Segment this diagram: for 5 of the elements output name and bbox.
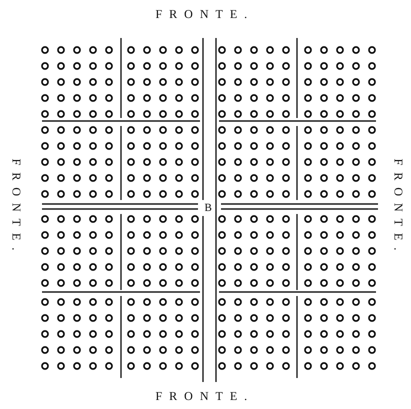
- front-label: FRONTE.: [10, 158, 22, 258]
- point-label: B: [204, 202, 212, 214]
- front-label: FRONTE.: [392, 158, 404, 258]
- front-label: FRONTE.: [156, 390, 254, 402]
- front-label: FRONTE.: [156, 8, 254, 20]
